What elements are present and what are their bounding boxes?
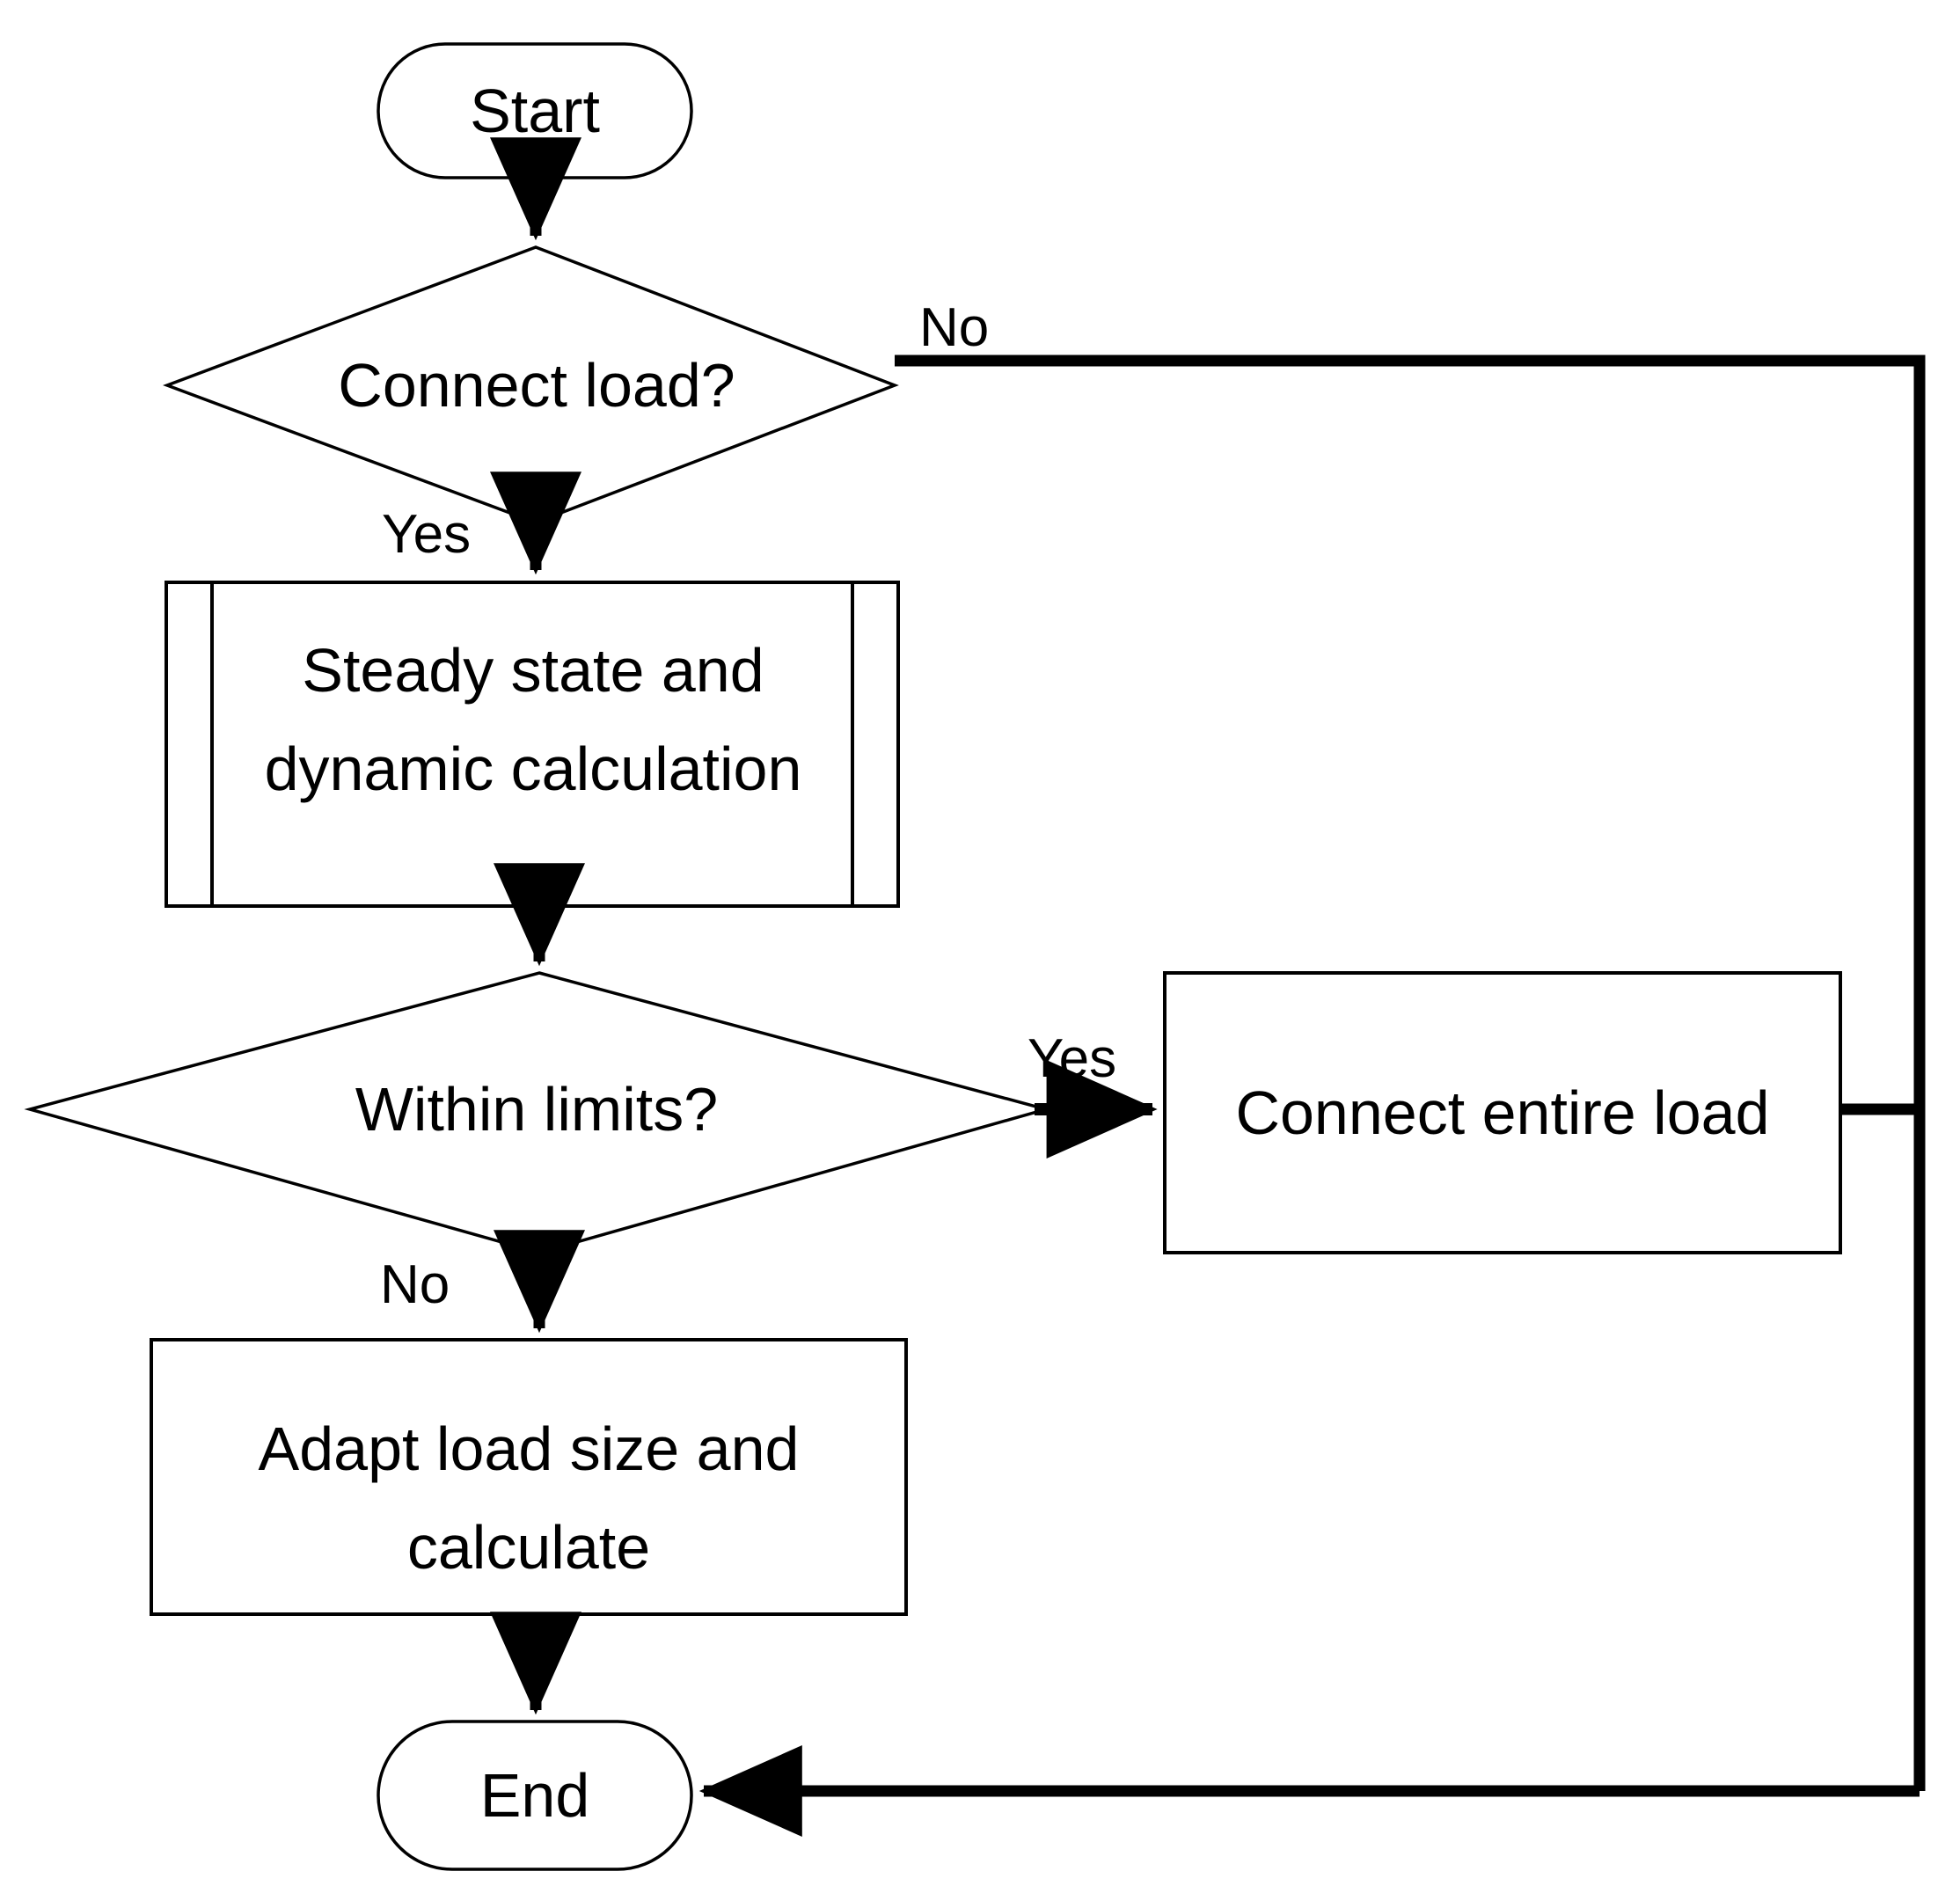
start-terminator-shape bbox=[377, 42, 693, 179]
edge-label-connect-load-no: No bbox=[919, 297, 990, 358]
edge-label-within-limits-yes: Yes bbox=[1028, 1028, 1117, 1089]
edge-connect-load-no-to-end bbox=[895, 355, 1926, 1791]
edge-label-connect-load-yes: Yes bbox=[382, 504, 472, 565]
adapt-load-process-shape bbox=[150, 1338, 908, 1616]
connect-load-decision-shape bbox=[162, 245, 899, 524]
calculation-predefined-process-shape bbox=[165, 581, 900, 908]
connect-entire-load-process-shape bbox=[1163, 971, 1842, 1254]
edge-label-within-limits-no: No bbox=[380, 1254, 450, 1315]
end-terminator-shape bbox=[377, 1720, 693, 1871]
within-limits-decision-shape bbox=[24, 971, 1052, 1254]
